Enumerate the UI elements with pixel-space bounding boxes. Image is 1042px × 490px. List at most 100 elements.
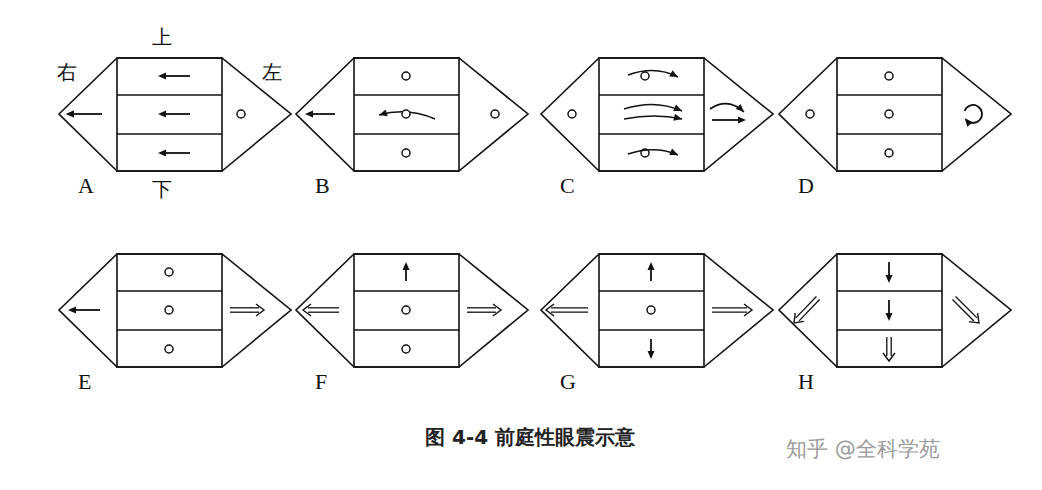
slow-phase-arrow (72, 309, 100, 311)
band-line (837, 290, 942, 292)
nystagmus-diagram: F (295, 253, 529, 398)
double-arrow-head (744, 304, 752, 316)
direction-label: 左 (262, 61, 282, 83)
panel-letter: D (798, 174, 814, 198)
fixation-dot (885, 72, 893, 80)
band-line (599, 133, 704, 135)
fixation-dot (402, 110, 410, 118)
fixation-dot (806, 110, 814, 118)
fixation-dot (402, 72, 410, 80)
arrow-head (158, 73, 166, 80)
eye-outline (540, 57, 774, 202)
canal-box (837, 254, 942, 367)
curved-arrow (710, 104, 744, 112)
fixation-dot (491, 110, 499, 118)
band-line (354, 133, 459, 135)
canal-box (599, 58, 704, 171)
arrow-head (379, 109, 388, 116)
band-line (837, 94, 942, 96)
nystagmus-diagram: C (540, 57, 774, 202)
band-line (117, 290, 222, 292)
fixation-dot (402, 306, 410, 314)
double-arrow-head (969, 313, 979, 323)
band-line (837, 133, 942, 135)
slow-phase-arrow (70, 113, 102, 115)
arrow-head (648, 262, 655, 270)
arrow-head (965, 118, 973, 126)
arrow-head (669, 70, 678, 77)
nystagmus-diagram: A (58, 57, 292, 202)
panel-letter: F (315, 370, 327, 394)
double-arrow-shaft (551, 312, 588, 313)
panel-letter: E (78, 370, 91, 394)
canal-box (354, 254, 459, 367)
nystagmus-diagram: B (295, 57, 529, 202)
double-arrow-shaft (956, 296, 977, 317)
canal-box (599, 254, 704, 367)
double-arrow-shaft (886, 337, 887, 356)
fixation-dot (165, 306, 173, 314)
watermark: 知乎 @全科学苑 (786, 437, 940, 461)
band-line (354, 290, 459, 292)
fixation-dot (165, 345, 173, 353)
slow-phase-arrow (162, 152, 190, 154)
arrow-head (736, 104, 744, 112)
band-line (117, 133, 222, 135)
double-arrow-head (883, 353, 895, 361)
double-arrow-head (546, 304, 554, 316)
nystagmus-diagram: H (778, 253, 1012, 398)
arrow-head (305, 111, 313, 118)
eye-hexagon (296, 58, 528, 171)
double-arrow-shaft (712, 307, 747, 308)
eye-hexagon (296, 254, 528, 367)
arrow-head (68, 307, 76, 314)
band-line (117, 329, 222, 331)
canal-box (354, 58, 459, 171)
nystagmus-diagram: D (778, 57, 1012, 202)
panel-letter: A (78, 174, 94, 198)
double-arrow-head (303, 304, 311, 316)
double-arrow-shaft (551, 307, 588, 308)
double-arrow-shaft (467, 307, 496, 308)
panel-letter: B (315, 174, 330, 198)
arrow-head (66, 111, 74, 118)
arrow-head (403, 262, 410, 270)
canal-box (837, 58, 942, 171)
double-arrow-shaft (712, 312, 747, 313)
fixation-dot (402, 345, 410, 353)
eye-hexagon (779, 254, 1011, 367)
band-line (599, 290, 704, 292)
figure-caption: 图 4-4 前庭性眼震示意 (425, 425, 635, 449)
curved-arrow (624, 116, 682, 119)
slow-phase-arrow (162, 75, 190, 77)
arrow-head (158, 150, 166, 157)
eye-outline (295, 253, 529, 398)
arrow-head (669, 149, 678, 155)
nystagmus-diagram: E (58, 253, 292, 398)
eye-outline (58, 253, 292, 398)
band-line (837, 329, 942, 331)
arrow-head (886, 313, 893, 321)
slow-phase-arrow (162, 113, 190, 115)
canal-box (117, 58, 222, 171)
fixation-dot (647, 306, 655, 314)
double-arrow-head (493, 304, 501, 316)
double-arrow-shaft (230, 312, 259, 313)
double-arrow-shaft (230, 307, 259, 308)
direction-label: 右 (57, 61, 77, 83)
fixation-dot (165, 268, 173, 276)
band-line (354, 329, 459, 331)
arrow-head (673, 105, 682, 111)
panel-letter: H (798, 370, 814, 394)
double-arrow-shaft (308, 312, 339, 313)
eye-hexagon (541, 58, 773, 171)
fixation-dot (885, 149, 893, 157)
eye-outline (295, 57, 529, 202)
double-arrow-shaft (799, 300, 820, 321)
double-arrow-head (256, 304, 264, 316)
fixation-dot (237, 110, 245, 118)
double-arrow-shaft (308, 307, 339, 308)
nystagmus-diagram: G (540, 253, 774, 398)
band-line (117, 94, 222, 96)
